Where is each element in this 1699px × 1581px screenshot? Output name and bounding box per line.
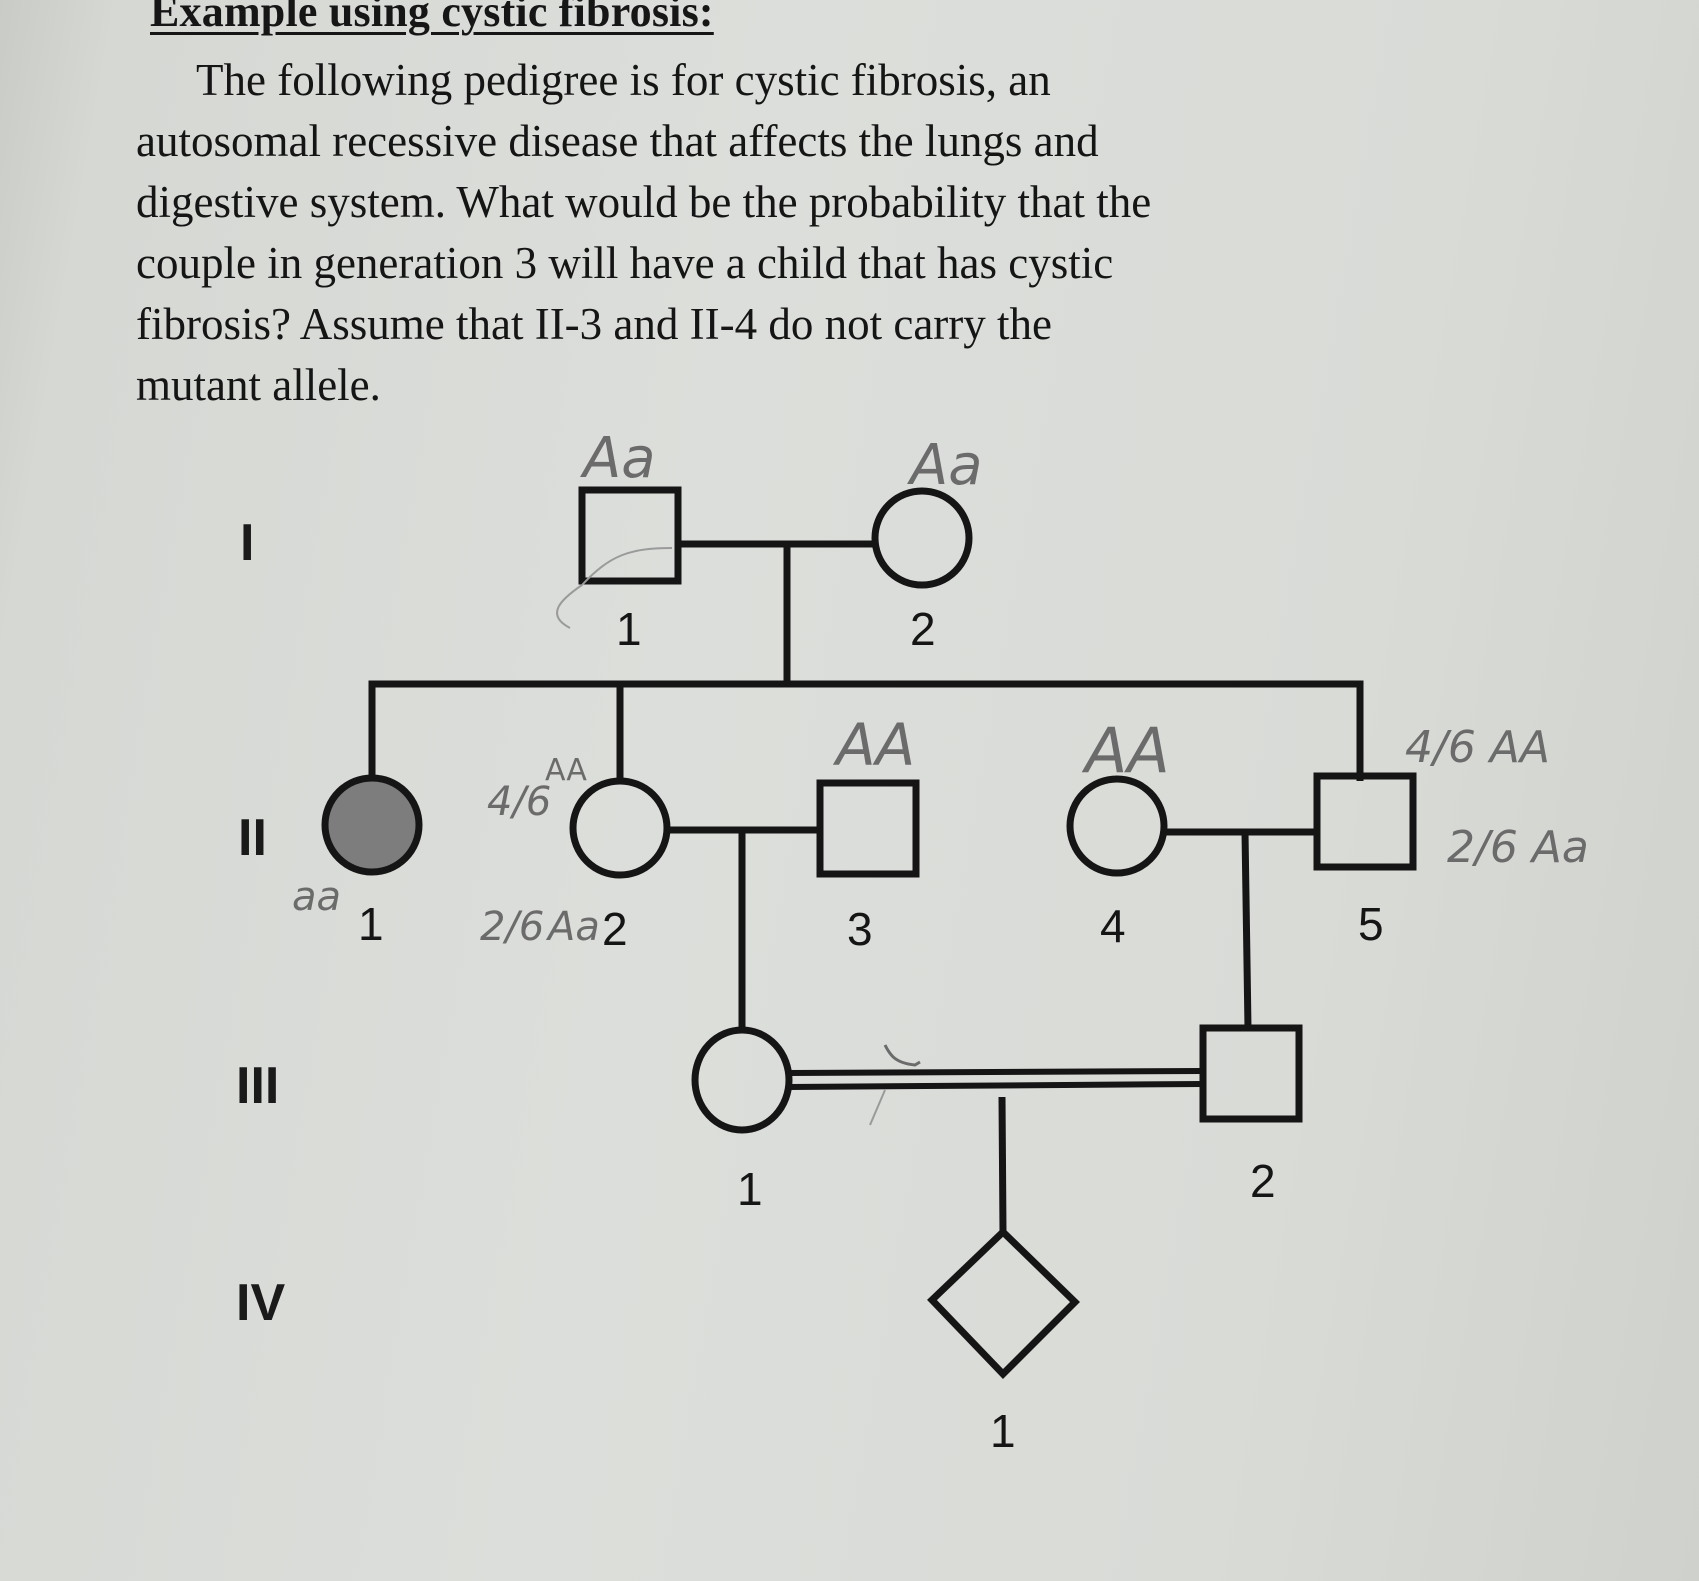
genotype-annotation-ii-4: AA: [1081, 714, 1170, 787]
sibship-line-ii: [368, 680, 1364, 792]
individual-number-ii-1: 1: [358, 898, 384, 950]
male-square-ii-3: [816, 779, 920, 878]
individual-ii-4: 4 AA: [1066, 714, 1170, 952]
individual-number-ii-5: 5: [1358, 898, 1384, 950]
individual-number-ii-4: 4: [1100, 900, 1126, 952]
consanguinity-line-upper: [788, 1068, 1204, 1076]
male-square-ii-5: [1313, 772, 1417, 871]
female-circle-iii-1: [691, 1026, 793, 1134]
individual-number-i-2: 2: [910, 603, 936, 655]
genotype-annotation-i-1: Aa: [580, 426, 656, 491]
descent-line-iii-2: [1241, 831, 1252, 1029]
individual-number-iii-2: 2: [1250, 1155, 1276, 1207]
unknown-sex-diamond-iv-1: [927, 1227, 1080, 1380]
individual-ii-5: 5 4/6 AA 2/6 Aa: [1313, 722, 1589, 950]
pencil-stray-mark: [556, 547, 673, 629]
individual-number-i-1: 1: [616, 603, 642, 655]
individual-number-iv-1: 1: [990, 1405, 1016, 1457]
genotype-annotation-ii-5-line2: 2/6 Aa: [1447, 822, 1589, 873]
individual-iii-2: 2: [1199, 1024, 1303, 1207]
affected-female-circle-ii-1: [321, 774, 423, 876]
female-circle-ii-4: [1066, 775, 1168, 877]
example-heading: Example using cystic fibrosis:: [150, 0, 714, 36]
generation-label-iii: III: [236, 1057, 279, 1115]
female-circle-i-2: [871, 487, 973, 589]
probability-fraction-aa-ii-2: 4/6: [487, 779, 551, 825]
genotype-annotation-ii-5-line1: 4/6 AA: [1405, 722, 1550, 773]
descent-line-iv-1: [998, 1096, 1007, 1233]
individual-number-iii-1: 1: [737, 1163, 763, 1215]
genotype-annotation-ii-3: AA: [832, 711, 915, 779]
problem-line-2: autosomal recessive disease that affects…: [136, 116, 1099, 166]
genotype-annotation-i-2: Aa: [907, 433, 983, 498]
pencil-stray-mark: [869, 1089, 886, 1126]
individual-iv-1: 1: [927, 1227, 1080, 1457]
problem-line-5: fibrosis? Assume that II-3 and II-4 do n…: [136, 299, 1052, 349]
male-square-iii-2: [1199, 1024, 1303, 1123]
individual-i-2: 2 Aa: [871, 433, 983, 655]
individual-i-1: 1 Aa: [556, 426, 682, 655]
individual-ii-3: 3 AA: [816, 711, 920, 955]
probability-fraction-carrier-ii-2: 2/6: [480, 904, 544, 950]
individual-ii-1: 1 aa: [292, 774, 423, 950]
female-circle-ii-2: [569, 777, 671, 879]
individual-iii-1: 1: [691, 1026, 793, 1215]
male-square-i-1: [578, 486, 682, 585]
individual-ii-2: 2 4/6 AA 2/6 Aa: [480, 753, 671, 955]
problem-line-1: The following pedigree is for cystic fib…: [196, 55, 1051, 105]
generation-label-iv: IV: [236, 1274, 285, 1332]
genotype-label-aa-ii-2: AA: [545, 753, 587, 788]
consanguinity-line-lower: [788, 1081, 1204, 1090]
pencil-tick-mark: [883, 1044, 921, 1067]
generation-label-i: I: [240, 514, 254, 572]
individual-number-ii-3: 3: [847, 903, 873, 955]
generation-label-ii: II: [238, 809, 267, 867]
problem-line-6: mutant allele.: [136, 360, 381, 410]
problem-statement: The following pedigree is for cystic fib…: [136, 50, 1456, 416]
individual-number-ii-2: 2: [602, 903, 628, 955]
genotype-label-carrier-ii-2: Aa: [545, 904, 600, 950]
problem-line-3: digestive system. What would be the prob…: [136, 177, 1152, 227]
problem-line-4: couple in generation 3 will have a child…: [136, 238, 1114, 288]
genotype-annotation-ii-1: aa: [292, 874, 341, 920]
